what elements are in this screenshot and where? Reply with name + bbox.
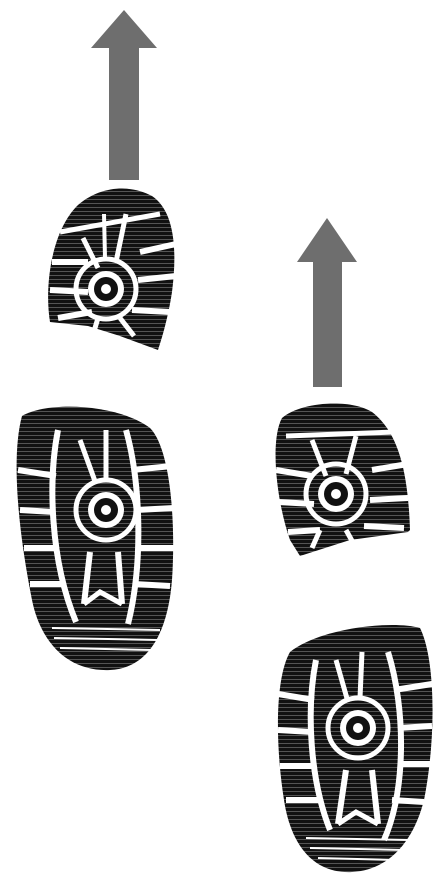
shoe-heel-print-icon: [278, 625, 433, 872]
shoe-forefoot-print-icon: [276, 403, 410, 556]
up-arrow-icon: [297, 218, 357, 387]
shoe-heel-print-icon: [17, 407, 174, 670]
shoe-forefoot-print-icon: [48, 189, 176, 350]
up-arrow-icon: [91, 10, 157, 180]
